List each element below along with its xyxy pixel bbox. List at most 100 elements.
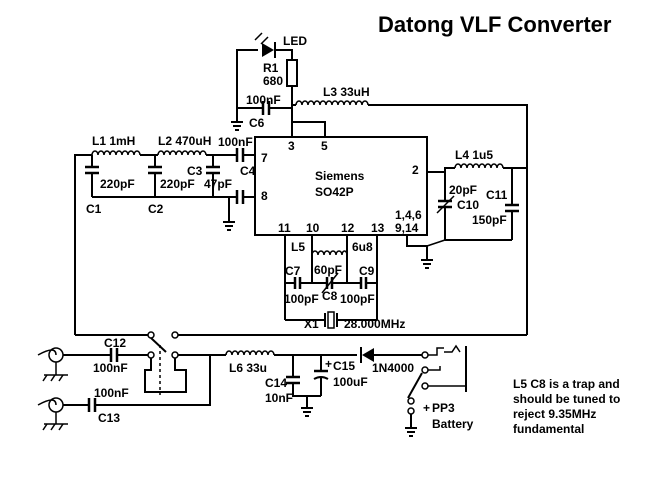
r1-value: 680	[263, 74, 283, 88]
c14-value: 10nF	[265, 391, 293, 405]
led-feed-wire	[236, 49, 258, 97]
dc-jack-switch-arm	[428, 366, 441, 371]
pin-8: 8	[261, 189, 268, 203]
l2-label: L2 470uH	[158, 134, 211, 148]
c8-trim-arrow	[321, 272, 339, 294]
c3-name: C3	[187, 164, 203, 178]
x1-crystal-body	[327, 311, 335, 329]
antenna-2-hatch-2	[50, 423, 56, 431]
c8-name: C8	[322, 289, 338, 303]
dc-jack-contact-1[interactable]	[421, 351, 429, 359]
left-rail-wire	[74, 154, 92, 335]
l6-inductor	[225, 350, 275, 356]
battery-label: Battery	[432, 417, 474, 431]
l3-right-rail	[368, 104, 528, 335]
c8-value: 60pF	[314, 263, 342, 277]
c14-bottom-wire	[292, 384, 321, 397]
l5-value: 6u8	[352, 240, 373, 254]
c11-value: 150pF	[472, 213, 507, 227]
pins-gnd-a: 1,4,6	[395, 208, 422, 222]
c15-value: 100uF	[333, 375, 368, 389]
dc-jack-contact-3[interactable]	[421, 382, 429, 390]
pin-10: 10	[306, 221, 320, 235]
note-line-3: reject 9.35MHz	[513, 407, 596, 421]
dc-jack-tip	[428, 347, 444, 356]
pin-12: 12	[341, 221, 355, 235]
switch-contact-mid-right[interactable]	[171, 351, 179, 359]
c2-name: C2	[148, 202, 164, 216]
l6-label: L6 33u	[229, 361, 267, 375]
switch-contact-top-right[interactable]	[171, 331, 179, 339]
l5-name: L5	[291, 240, 305, 254]
battery-switch-lever[interactable]	[407, 372, 423, 399]
battery-plus: +	[423, 401, 430, 415]
c4-name: C4	[240, 164, 256, 178]
led-label: LED	[283, 34, 307, 48]
x1-value: 28.000MHz	[344, 317, 405, 331]
l1-label: L1 1mH	[92, 134, 135, 148]
x1-name: X1	[304, 317, 319, 331]
diode-label: 1N4000	[372, 361, 414, 375]
switch-contact-top-left[interactable]	[147, 331, 155, 339]
battery-contact-minus[interactable]	[407, 407, 415, 415]
c15-plate-b	[313, 376, 329, 380]
antenna-2-hatch-3	[58, 423, 64, 431]
l1-inductor	[91, 150, 141, 156]
dc-jack-contact-2[interactable]	[421, 366, 429, 374]
c12-name: C12	[104, 336, 126, 350]
l3-inductor	[295, 100, 369, 106]
dc-jack-spring	[444, 344, 461, 353]
c13-value: 100nF	[94, 386, 129, 400]
c2-value: 220pF	[160, 177, 195, 191]
c4-value: 100nF	[218, 135, 253, 149]
c10-value: 20pF	[449, 183, 477, 197]
l2-inductor	[157, 150, 207, 156]
c10-name: C10	[457, 198, 479, 212]
ic-ground-wire	[406, 235, 428, 260]
antenna-2-hatch-1	[42, 423, 48, 431]
led-light-arrow-2	[260, 36, 269, 45]
switch-bypass-loop	[144, 358, 187, 393]
pin2-wire	[427, 167, 455, 173]
pin-2: 2	[412, 163, 419, 177]
c3-value: 47pF	[204, 177, 232, 191]
l3-label: L3 33uH	[323, 85, 370, 99]
c1-value: 220pF	[100, 177, 135, 191]
c6-name: C6	[249, 116, 265, 130]
r1-name: R1	[263, 61, 279, 75]
c9-value: 100pF	[340, 292, 375, 306]
c14-name: C14	[265, 376, 287, 390]
ic-part: SO42P	[315, 185, 354, 199]
note-line-2: should be tuned to	[513, 392, 620, 406]
led-diode-triangle	[262, 43, 274, 57]
c11-name: C11	[486, 188, 508, 202]
l4-label: L4 1u5	[455, 148, 493, 162]
led-light-arrow-1	[254, 32, 263, 41]
c15-plus: +	[325, 357, 332, 371]
battery-type: PP3	[432, 401, 455, 415]
pin-3: 3	[288, 139, 295, 153]
pin-7: 7	[261, 151, 268, 165]
diode-triangle	[362, 348, 374, 362]
switch-contact-mid-left[interactable]	[147, 351, 155, 359]
c15-name: C15	[333, 359, 355, 373]
diagram-title: Datong VLF Converter	[378, 12, 612, 37]
antenna-1-hatch-2	[50, 374, 56, 382]
antenna-1-arc	[37, 349, 57, 356]
ic-body	[254, 136, 428, 236]
c10-trim-arrow	[436, 195, 455, 214]
c9-name: C9	[359, 264, 375, 278]
l5-inductor	[311, 250, 348, 256]
battery-contact-plus[interactable]	[407, 397, 415, 405]
switch-lever-1[interactable]	[150, 337, 167, 353]
c12-value: 100nF	[93, 361, 128, 375]
antenna-1-hatch-1	[42, 374, 48, 382]
antenna-1-hatch-3	[58, 374, 64, 382]
led-r1-wire	[275, 49, 293, 60]
r1-resistor	[286, 59, 298, 87]
note-line-1: L5 C8 is a trap and	[513, 377, 620, 391]
c13-output-wire	[96, 355, 211, 406]
pin-13: 13	[371, 221, 385, 235]
